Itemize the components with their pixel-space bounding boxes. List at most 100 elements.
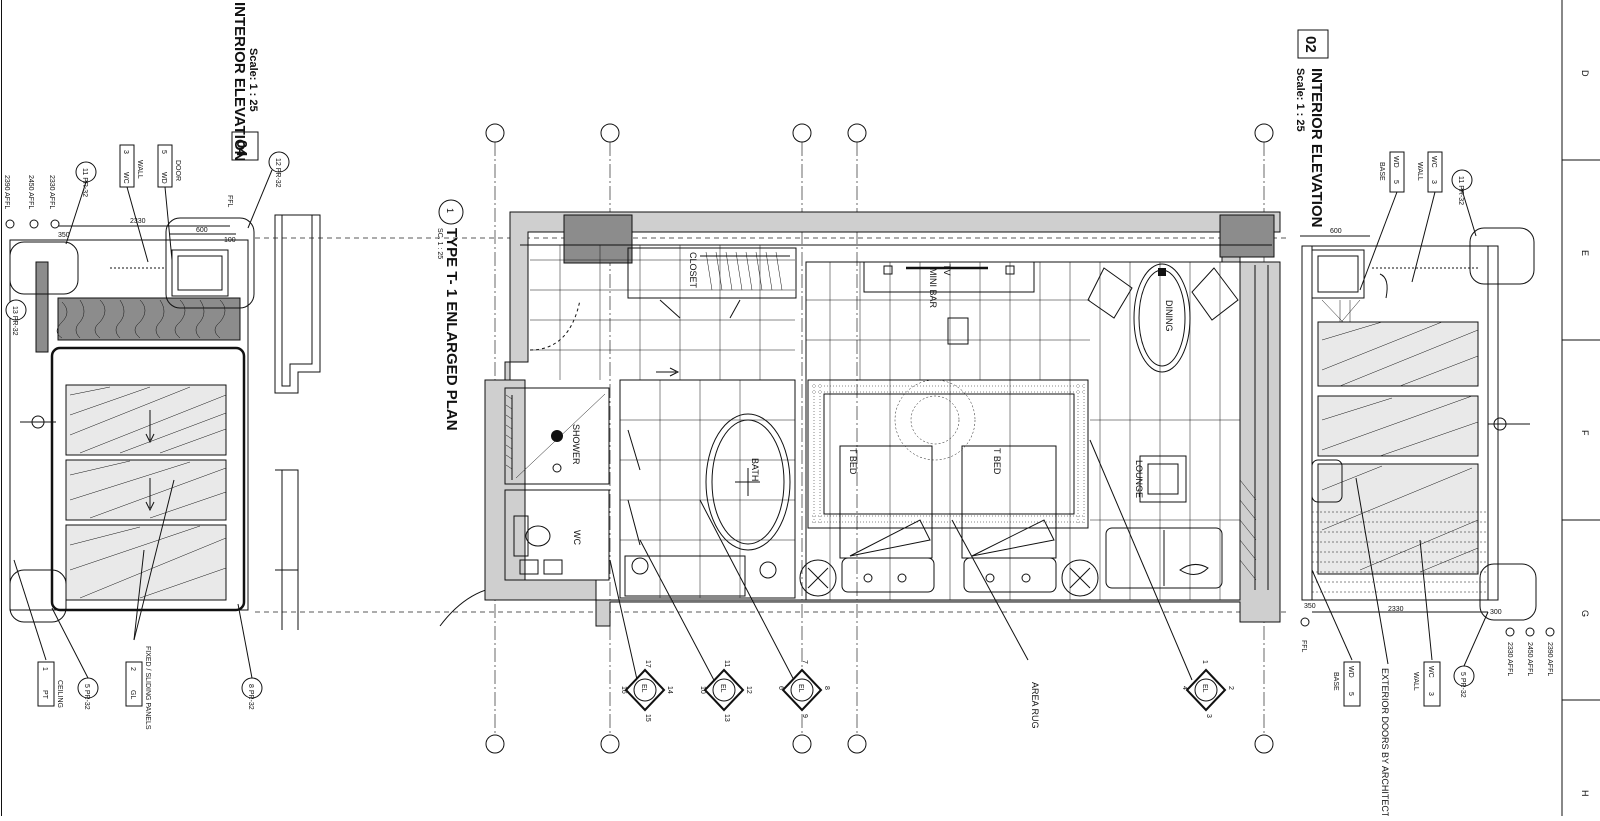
elevation-02-callout-11-text: 11 PR-32	[1457, 176, 1464, 205]
elevation-02: 02 INTERIOR ELEVATION Scale: 1 : 25 600 …	[1294, 30, 1554, 816]
grid-ref-e: E	[1580, 250, 1590, 256]
elevation-02-scale: Scale: 1 : 25	[1294, 68, 1306, 132]
elevation-marker-4-n4: 4	[1181, 686, 1188, 690]
elevation-02-tag-wd5-top-num: 5	[1392, 180, 1399, 184]
elevation-04-callout-12-text: 12 PR-32	[274, 158, 281, 188]
elevation-04-level-2450: 2450 AFFL	[27, 175, 34, 209]
elevation-02-tag-wd5-top-code: WD	[1392, 156, 1399, 168]
structural-column-right	[1220, 215, 1274, 257]
bed-1-headboard	[842, 558, 934, 592]
bed-2-label: T BED	[992, 448, 1002, 475]
elevation-04-tag-pt1-desc: CEILING	[56, 680, 63, 708]
elevation-02-dim-350: 350	[1304, 603, 1316, 610]
lounge-label: LOUNGE	[1134, 460, 1144, 498]
elevation-04-tag-wc3-num: 3	[122, 150, 129, 154]
elevation-04-callout-8-text: 8 PR-32	[247, 684, 254, 710]
elevation-02-level-marker-1	[1506, 628, 1514, 636]
elevation-04-tag-wd5-num: 5	[160, 150, 167, 154]
grid-ref-g: G	[1580, 610, 1590, 617]
elevation-marker-3-n1: 8	[823, 686, 830, 690]
elevation-04-dim-600: 600	[196, 227, 208, 234]
dining-table	[1134, 264, 1190, 372]
elevation-04-level-marker-3	[51, 220, 59, 228]
elevation-marker-4: EL 1 2 3 4	[1181, 660, 1234, 718]
grid-bubble-bottom-3	[793, 735, 811, 753]
bath-label: BATH	[750, 458, 760, 481]
elevation-02-level-ffl: FFL	[1300, 640, 1307, 653]
grid-bubble-top-2	[601, 124, 619, 142]
elevation-marker-3: EL 8 9 6 7	[777, 660, 830, 718]
elevation-02-level-marker-3	[1546, 628, 1554, 636]
elevation-marker-2-n3: 10	[699, 686, 706, 694]
elevation-04: 04 INTERIOR ELEVATION Scale: 1 : 25 2330	[3, 2, 289, 730]
closet-label: CLOSET	[688, 252, 698, 289]
plan-number: 1	[445, 208, 455, 213]
grid-bubble-bottom-1	[486, 735, 504, 753]
elevation-04-tag-gl2-desc: FIXED / SLIDING PANELS	[144, 646, 151, 730]
elevation-marker-1-n4: 17	[644, 660, 651, 668]
elevation-02-tag-wc3-bottom-code: WC	[1427, 666, 1434, 678]
dining-label: DINING	[1164, 300, 1174, 332]
structural-column-left	[564, 215, 632, 263]
elevation-02-dim-2330: 2330	[1388, 606, 1404, 613]
elevation-marker-2: EL 12 13 10 11	[699, 660, 752, 722]
grid-bubble-bottom-5	[1255, 735, 1273, 753]
elevation-04-tag-pt1-num: 1	[41, 667, 48, 671]
elevation-02-level-2390: 2390 AFFL	[1546, 642, 1553, 676]
elevation-02-tag-wc3-bottom-desc: WALL	[1412, 672, 1419, 691]
elevation-02-level-2330: 2330 AFFL	[1506, 642, 1513, 676]
elevation-04-level-marker-1	[6, 220, 14, 228]
elevation-marker-1: EL 14 15 16 17	[620, 660, 673, 722]
wall-section	[255, 215, 1290, 630]
elevation-02-level-marker-2	[1526, 628, 1534, 636]
elevation-04-callout-13-text: 13 PR-32	[11, 306, 18, 336]
elevation-02-tag-wc3-top-desc: WALL	[1416, 162, 1423, 181]
vanity	[625, 556, 745, 596]
elevation-02-tag-wd5-bottom-code: WD	[1347, 666, 1354, 678]
elevation-marker-1-n1: 14	[666, 686, 673, 694]
elevation-04-tag-gl2-code: GL	[129, 690, 136, 699]
elevation-04-dim-100: 100	[224, 237, 236, 244]
elevation-marker-2-n1: 12	[745, 686, 752, 694]
wc-toilet	[526, 526, 550, 546]
elevation-04-level-marker-2	[30, 220, 38, 228]
enlarged-plan: CLOSET SHOWER WC BATH	[485, 212, 1280, 729]
elevation-04-title: INTERIOR ELEVATION	[231, 2, 248, 161]
elevation-02-dim-600: 600	[1330, 228, 1342, 235]
grid-bubble-bottom-4	[848, 735, 866, 753]
bathroom: SHOWER WC BATH	[505, 380, 795, 598]
grid-bubble-top-4	[848, 124, 866, 142]
elevation-marker-4-n2: 2	[1227, 686, 1234, 690]
plan-title: TYPE T- 1 ENLARGED PLAN	[443, 228, 460, 431]
elevation-marker-2-n2: 13	[723, 714, 730, 722]
grid-bubble-top-1	[486, 124, 504, 142]
elevation-02-panel-1	[1318, 322, 1478, 386]
elevation-04-ceiling-band	[58, 298, 240, 340]
elevation-02-tag-wc3-top-num: 3	[1430, 180, 1437, 184]
elevation-02-tag-wc3-bottom-num: 3	[1427, 692, 1434, 696]
elevation-04-tag-wc3-code: WC	[122, 172, 129, 184]
elevation-markers: EL 14 15 16 17 EL 12 13 10 11 EL 8 9 6 7	[620, 660, 1234, 722]
elevation-04-tag-wd5-desc: DOOR	[174, 160, 181, 181]
bed-2	[962, 446, 1056, 558]
elevation-04-panel-1	[66, 385, 226, 455]
elevation-marker-3-n2: 9	[801, 714, 808, 718]
elevation-02-number: 02	[1302, 36, 1319, 53]
elevation-02-level-2450: 2450 AFFL	[1526, 642, 1533, 676]
elevation-04-detail-box-2	[166, 218, 254, 308]
wc-label: WC	[572, 530, 582, 545]
elevation-04-detail-box-3	[10, 570, 66, 622]
elevation-marker-1-n3: 16	[620, 686, 627, 694]
elevation-marker-4-n3: 3	[1205, 714, 1212, 718]
bath-room	[620, 380, 795, 598]
plan-title-block: 1 TYPE T- 1 ENLARGED PLAN SC. 1 : 25	[436, 200, 463, 431]
elevation-marker-1-n2: 15	[644, 714, 651, 722]
elevation-04-level-2390: 2390 AFFL	[3, 175, 10, 209]
elevation-04-pelmet	[36, 262, 48, 352]
elevation-04-panel-2	[66, 460, 226, 520]
elevation-marker-1-label: EL	[640, 684, 647, 693]
elevation-04-tag-pt1-code: PT	[41, 690, 48, 700]
entry-floor-tiles	[530, 245, 795, 380]
elevation-04-tag-gl2-num: 2	[129, 667, 136, 671]
lounge-side-table	[1140, 456, 1186, 502]
